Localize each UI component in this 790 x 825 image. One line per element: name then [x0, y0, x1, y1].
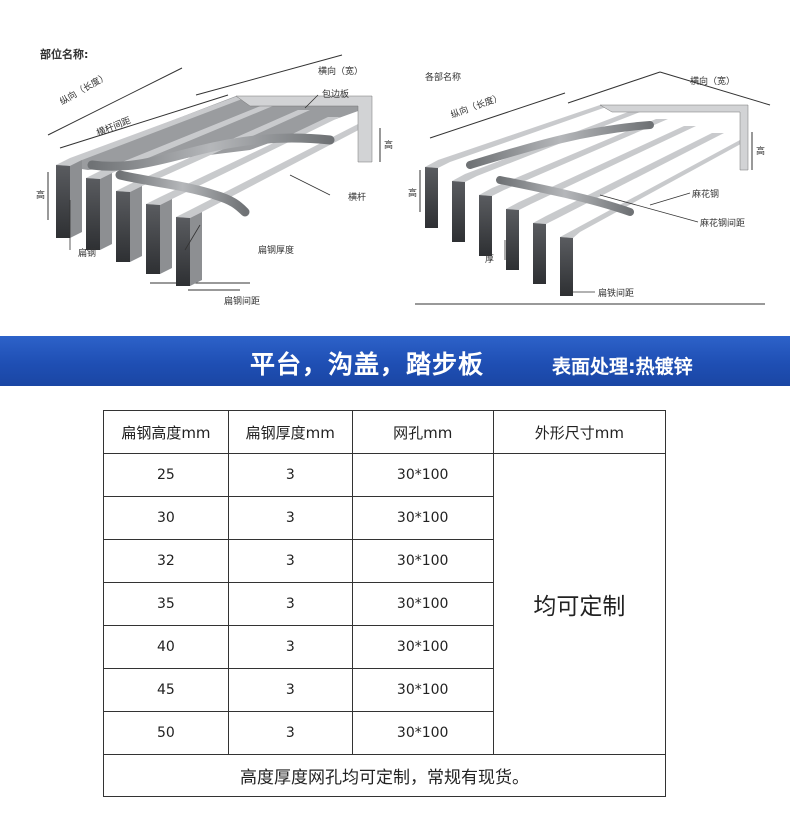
left-label-flat-steel: 扁钢 [78, 247, 96, 259]
cell-height: 30 [103, 496, 229, 540]
left-label-crossbar-spacing: 横杆间距 [95, 114, 133, 139]
table-row: 50 3 30*100 [103, 711, 666, 755]
left-label-flat-steel-thickness: 扁钢厚度 [258, 244, 294, 256]
right-label-transverse: 横向（宽） [690, 75, 735, 87]
cell-thickness: 3 [227, 625, 353, 669]
spec-table: 扁钢高度mm 扁钢厚度mm 网孔mm 外形尺寸mm 25 3 30*100 均可… [103, 410, 667, 797]
cell-mesh: 30*100 [351, 539, 494, 583]
header-dimensions: 外形尺寸mm [492, 410, 667, 454]
cell-thickness: 3 [227, 453, 353, 497]
cell-thickness: 3 [227, 668, 353, 712]
right-label-twisted-steel-spacing: 麻花钢间距 [700, 217, 745, 229]
table-header-row: 扁钢高度mm 扁钢厚度mm 网孔mm 外形尺寸mm [103, 410, 667, 454]
header-thickness: 扁钢厚度mm [227, 410, 353, 454]
right-twisted-bar [466, 121, 654, 169]
table-row: 30 3 30*100 [103, 496, 666, 540]
cell-mesh: 30*100 [351, 496, 494, 540]
right-leader-lines [504, 192, 699, 293]
left-label-height-left: 高 [36, 189, 45, 201]
cell-thickness: 3 [227, 582, 353, 626]
header-height: 扁钢高度mm [103, 410, 229, 454]
table-row: 35 3 30*100 [103, 582, 666, 626]
left-label-flat-steel-spacing: 扁钢间距 [224, 295, 260, 307]
cell-mesh: 30*100 [351, 625, 494, 669]
cell-height: 25 [103, 453, 229, 497]
left-label-crossbar: 横杆 [348, 191, 366, 203]
right-label-flat-iron-spacing: 扁铁间距 [598, 287, 634, 299]
left-label-height-right: 高 [384, 139, 393, 151]
right-label-thickness: 厚 [485, 254, 494, 265]
right-grating [425, 104, 749, 296]
grating-diagrams: 部位名称: [36, 47, 771, 307]
right-label-twisted-steel: 麻花钢 [692, 188, 719, 200]
header-mesh: 网孔mm [351, 410, 494, 454]
diagrams-area: 部位名称: [0, 0, 790, 330]
cell-height: 40 [103, 625, 229, 669]
left-grating [56, 95, 373, 286]
cell-height: 35 [103, 582, 229, 626]
table-row: 45 3 30*100 [103, 668, 666, 712]
right-diagram-heading: 各部名称 [425, 71, 461, 83]
cell-mesh: 30*100 [351, 711, 494, 755]
cell-thickness: 3 [227, 711, 353, 755]
right-dimension-lines [415, 71, 771, 305]
cell-thickness: 3 [227, 496, 353, 540]
right-label-height-left: 高 [408, 187, 417, 199]
cell-mesh: 30*100 [351, 668, 494, 712]
table-row: 25 3 30*100 均可定制 [103, 453, 667, 755]
right-diagram: 各部名称 [408, 71, 771, 305]
left-crossbar [87, 133, 335, 171]
cell-dimension-note: 均可定制 [492, 453, 667, 755]
cell-mesh: 30*100 [351, 453, 494, 497]
left-diagram-heading: 部位名称: [40, 47, 88, 61]
cell-height: 45 [103, 668, 229, 712]
cell-mesh: 30*100 [351, 582, 494, 626]
left-leader-lines [69, 94, 331, 251]
cell-height: 32 [103, 539, 229, 583]
table-footer-row: 高度厚度网孔均可定制，常规有现货。 [103, 754, 666, 797]
left-label-longitudinal: 纵向（长度） [58, 70, 111, 107]
banner-subtitle: 表面处理:热镀锌 [552, 356, 693, 378]
cell-height: 50 [103, 711, 229, 755]
left-label-transverse: 横向（宽） [318, 65, 363, 77]
banner-title: 平台，沟盖，踏步板 [250, 350, 485, 379]
left-edge-plate [235, 95, 373, 163]
table-footer-note: 高度厚度网孔均可定制，常规有现货。 [103, 754, 666, 797]
left-dimension-lines [47, 54, 381, 291]
banner: 平台，沟盖，踏步板 表面处理:热镀锌 [0, 336, 790, 386]
right-label-height-right: 高 [756, 145, 765, 157]
left-label-edge-plate: 包边板 [322, 88, 349, 100]
left-diagram: 部位名称: [36, 47, 393, 307]
cell-thickness: 3 [227, 539, 353, 583]
table-row: 32 3 30*100 [103, 539, 666, 583]
